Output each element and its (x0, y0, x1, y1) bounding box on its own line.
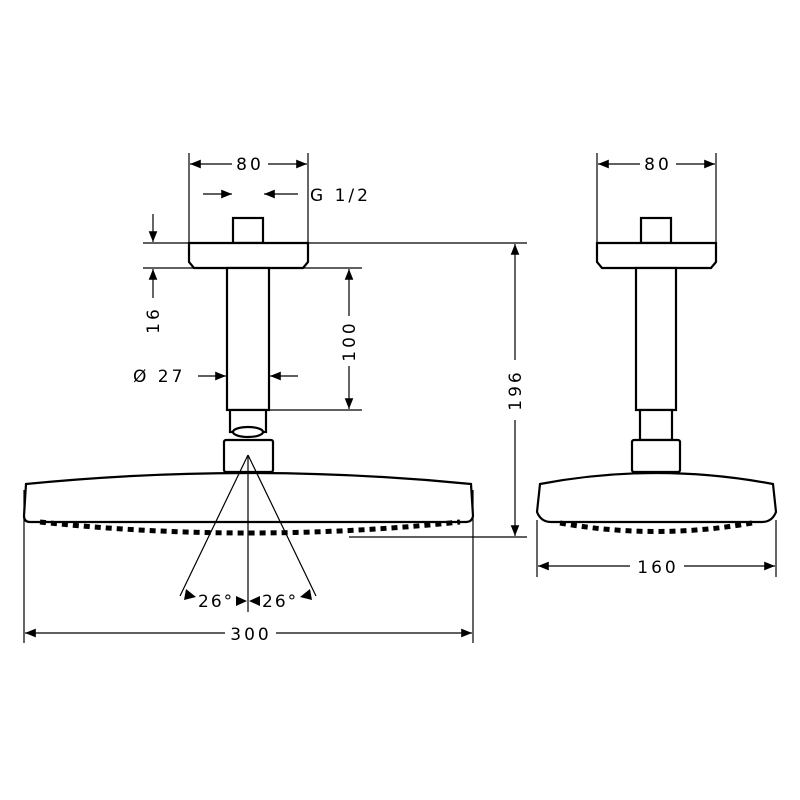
thread-label: G 1/2 (310, 186, 371, 206)
side-shower-head (535, 471, 778, 524)
shower-arm (225, 266, 271, 412)
side-ceiling-flange (595, 241, 718, 270)
head-width-label: 300 (230, 625, 271, 645)
flange-height-label: 16 (144, 306, 164, 334)
side-flange-width-label: 80 (644, 155, 672, 175)
flange-width-label: 80 (236, 155, 264, 175)
arm-length-label: 100 (340, 320, 360, 361)
head-depth-label: 160 (637, 558, 678, 578)
arm-diameter-label: Ø 27 (133, 367, 185, 387)
spray-angle-left-label: 26° (198, 592, 234, 612)
spray-angle-right-label: 26° (262, 592, 298, 612)
ceiling-flange (187, 241, 310, 270)
total-height-label: 196 (506, 369, 526, 410)
thread-pipe (231, 216, 265, 245)
side-shower-arm (634, 266, 678, 412)
side-view: 80 160 (535, 153, 778, 578)
front-view: 80 G 1/2 16 100 Ø 27 196 (22, 153, 527, 645)
nozzles (39, 519, 461, 536)
